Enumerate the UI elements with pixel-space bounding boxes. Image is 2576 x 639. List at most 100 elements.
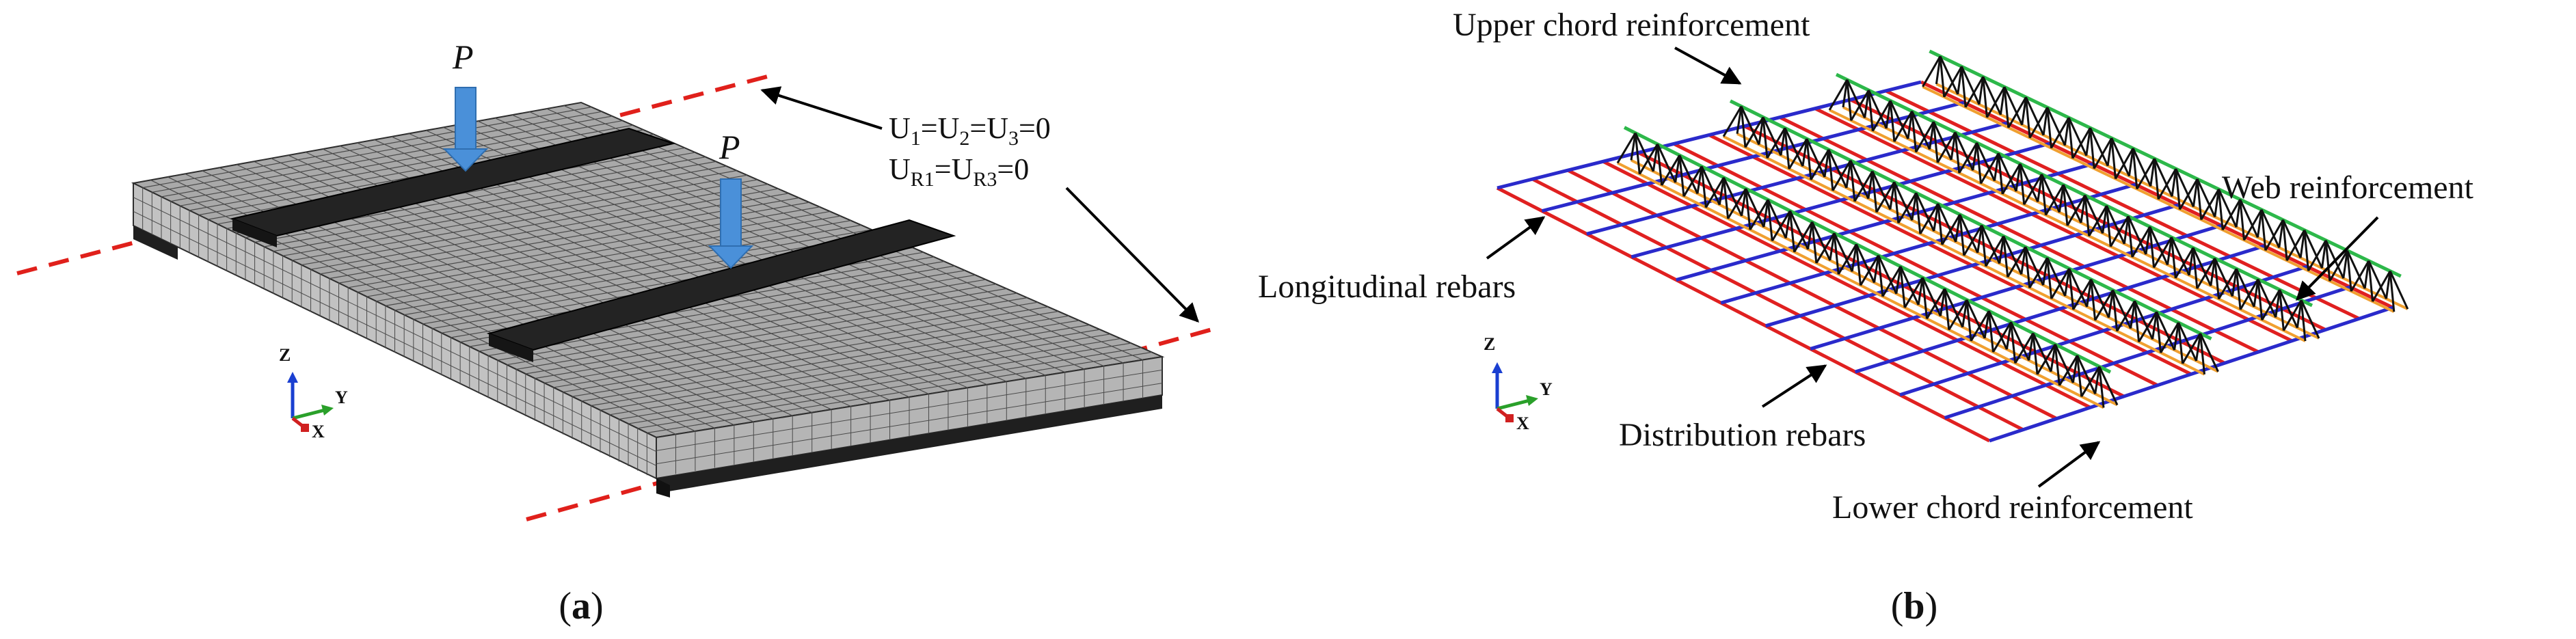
- web-rebar: [1929, 121, 1935, 150]
- web-rebar: [1762, 116, 1782, 157]
- web-rebar: [2235, 269, 2242, 310]
- web-rebar: [2021, 97, 2027, 125]
- web-rebar: [1740, 106, 1747, 148]
- web-rebar: [2283, 299, 2303, 331]
- web-rebar: [1893, 181, 1914, 221]
- web-rebar: [1944, 288, 1964, 328]
- web-rebar: [1987, 310, 1994, 353]
- web-rebar: [1939, 56, 1946, 98]
- mesh-line: [488, 274, 976, 357]
- web-rebar: [1955, 214, 1961, 243]
- web-rebar: [1982, 76, 2002, 115]
- web-rebar: [1806, 138, 1812, 180]
- axis-x-label-b: X: [1516, 413, 1529, 433]
- load-label-2: P: [719, 128, 740, 166]
- web-rebar: [1849, 160, 1870, 200]
- mesh-line: [320, 193, 789, 275]
- web-rebar: [1767, 199, 1787, 239]
- web-rebar: [1815, 232, 1836, 264]
- web-rebar: [1941, 214, 1961, 245]
- web-rebar: [1954, 131, 1974, 171]
- web-rebar: [2138, 311, 2158, 343]
- web-rebar: [2214, 189, 2220, 217]
- web-rebar: [1958, 142, 1978, 174]
- web-rebar: [2177, 322, 2184, 364]
- web-rebar: [1993, 153, 2000, 181]
- support-left: [133, 226, 178, 260]
- web-rebar: [2235, 199, 2242, 228]
- web-rebar: [1767, 200, 1773, 241]
- web-rebar: [2007, 96, 2027, 128]
- web-rebar: [2218, 268, 2238, 300]
- web-rebar: [2145, 226, 2151, 255]
- load-arrow-1: [442, 87, 489, 172]
- web-rebar: [2307, 239, 2327, 271]
- web-rebar: [2192, 178, 2199, 207]
- web-rebar: [2179, 178, 2199, 210]
- web-rebar: [2281, 219, 2288, 261]
- web-rebar: [1789, 210, 1809, 250]
- arrow-web: [2296, 216, 2379, 301]
- mesh-line: [497, 279, 987, 361]
- web-rebar: [2173, 322, 2180, 351]
- web-rebar: [1849, 160, 1856, 202]
- web-rebar: [2080, 195, 2087, 223]
- web-rebar: [2041, 174, 2047, 215]
- web-rebar: [2166, 236, 2173, 265]
- web-rebar: [2084, 195, 2104, 234]
- web-rebar: [2367, 260, 2387, 299]
- arrow-longitudinal: [1486, 216, 1546, 260]
- web-rebar: [1784, 210, 1791, 239]
- web-rebar: [2014, 332, 2035, 364]
- web-rebar: [1745, 188, 1752, 230]
- web-rebar: [2389, 270, 2409, 310]
- web-rebar: [1850, 90, 1870, 122]
- web-rebar: [1965, 299, 1986, 339]
- web-rebar: [1885, 100, 1892, 128]
- web-rebar: [2260, 209, 2281, 248]
- web-rebar: [2080, 366, 2101, 397]
- web-rebar: [2174, 247, 2195, 279]
- web-rebar: [1700, 165, 1721, 206]
- web-rebar: [2300, 300, 2307, 342]
- web-rebar: [1964, 76, 1985, 108]
- mesh-line: [161, 115, 613, 198]
- web-rebar: [2175, 168, 2195, 208]
- web-rebar: [1939, 288, 1946, 316]
- mesh-line: [515, 288, 1007, 370]
- web-rebar: [2046, 257, 2053, 299]
- upper-chord-rebar: [1623, 126, 2112, 374]
- web-rebar: [1937, 203, 1944, 245]
- mesh-line: [310, 188, 779, 270]
- web-rebar: [2062, 185, 2069, 226]
- web-rebar: [1758, 117, 1765, 145]
- mesh-line: [394, 229, 872, 311]
- web-rebar: [2261, 289, 2281, 321]
- web-rebar: [2243, 209, 2263, 241]
- mesh-line: [581, 320, 1079, 402]
- web-rebar: [2196, 258, 2216, 289]
- web-rebar: [1976, 142, 1996, 182]
- web-rebar: [2010, 322, 2017, 364]
- web-rebar: [2072, 278, 2092, 310]
- web-rebar: [2264, 219, 2284, 251]
- web-rebar: [1741, 188, 1747, 217]
- load-label-1: P: [452, 38, 474, 76]
- bc-line-1: U1=U2=U3=0: [889, 111, 1051, 150]
- mesh-line: [180, 124, 633, 206]
- web-rebar: [2089, 127, 2095, 169]
- web-rebar: [2064, 268, 2071, 297]
- mesh-line: [525, 293, 1017, 375]
- longitudinal-rebar: [1602, 160, 2091, 409]
- mesh-line: [572, 315, 1069, 397]
- web-rebar: [1933, 121, 1953, 161]
- web-rebar: [2156, 311, 2175, 351]
- web-rebar: [2389, 271, 2396, 312]
- web-rebar: [2046, 107, 2052, 148]
- mesh-line: [133, 210, 657, 466]
- web-rebar: [1867, 90, 1874, 131]
- distribution-rebar: [1765, 203, 2179, 328]
- web-rebar: [1864, 90, 1870, 118]
- mesh-line: [647, 351, 1152, 433]
- web-rebar: [2171, 168, 2177, 197]
